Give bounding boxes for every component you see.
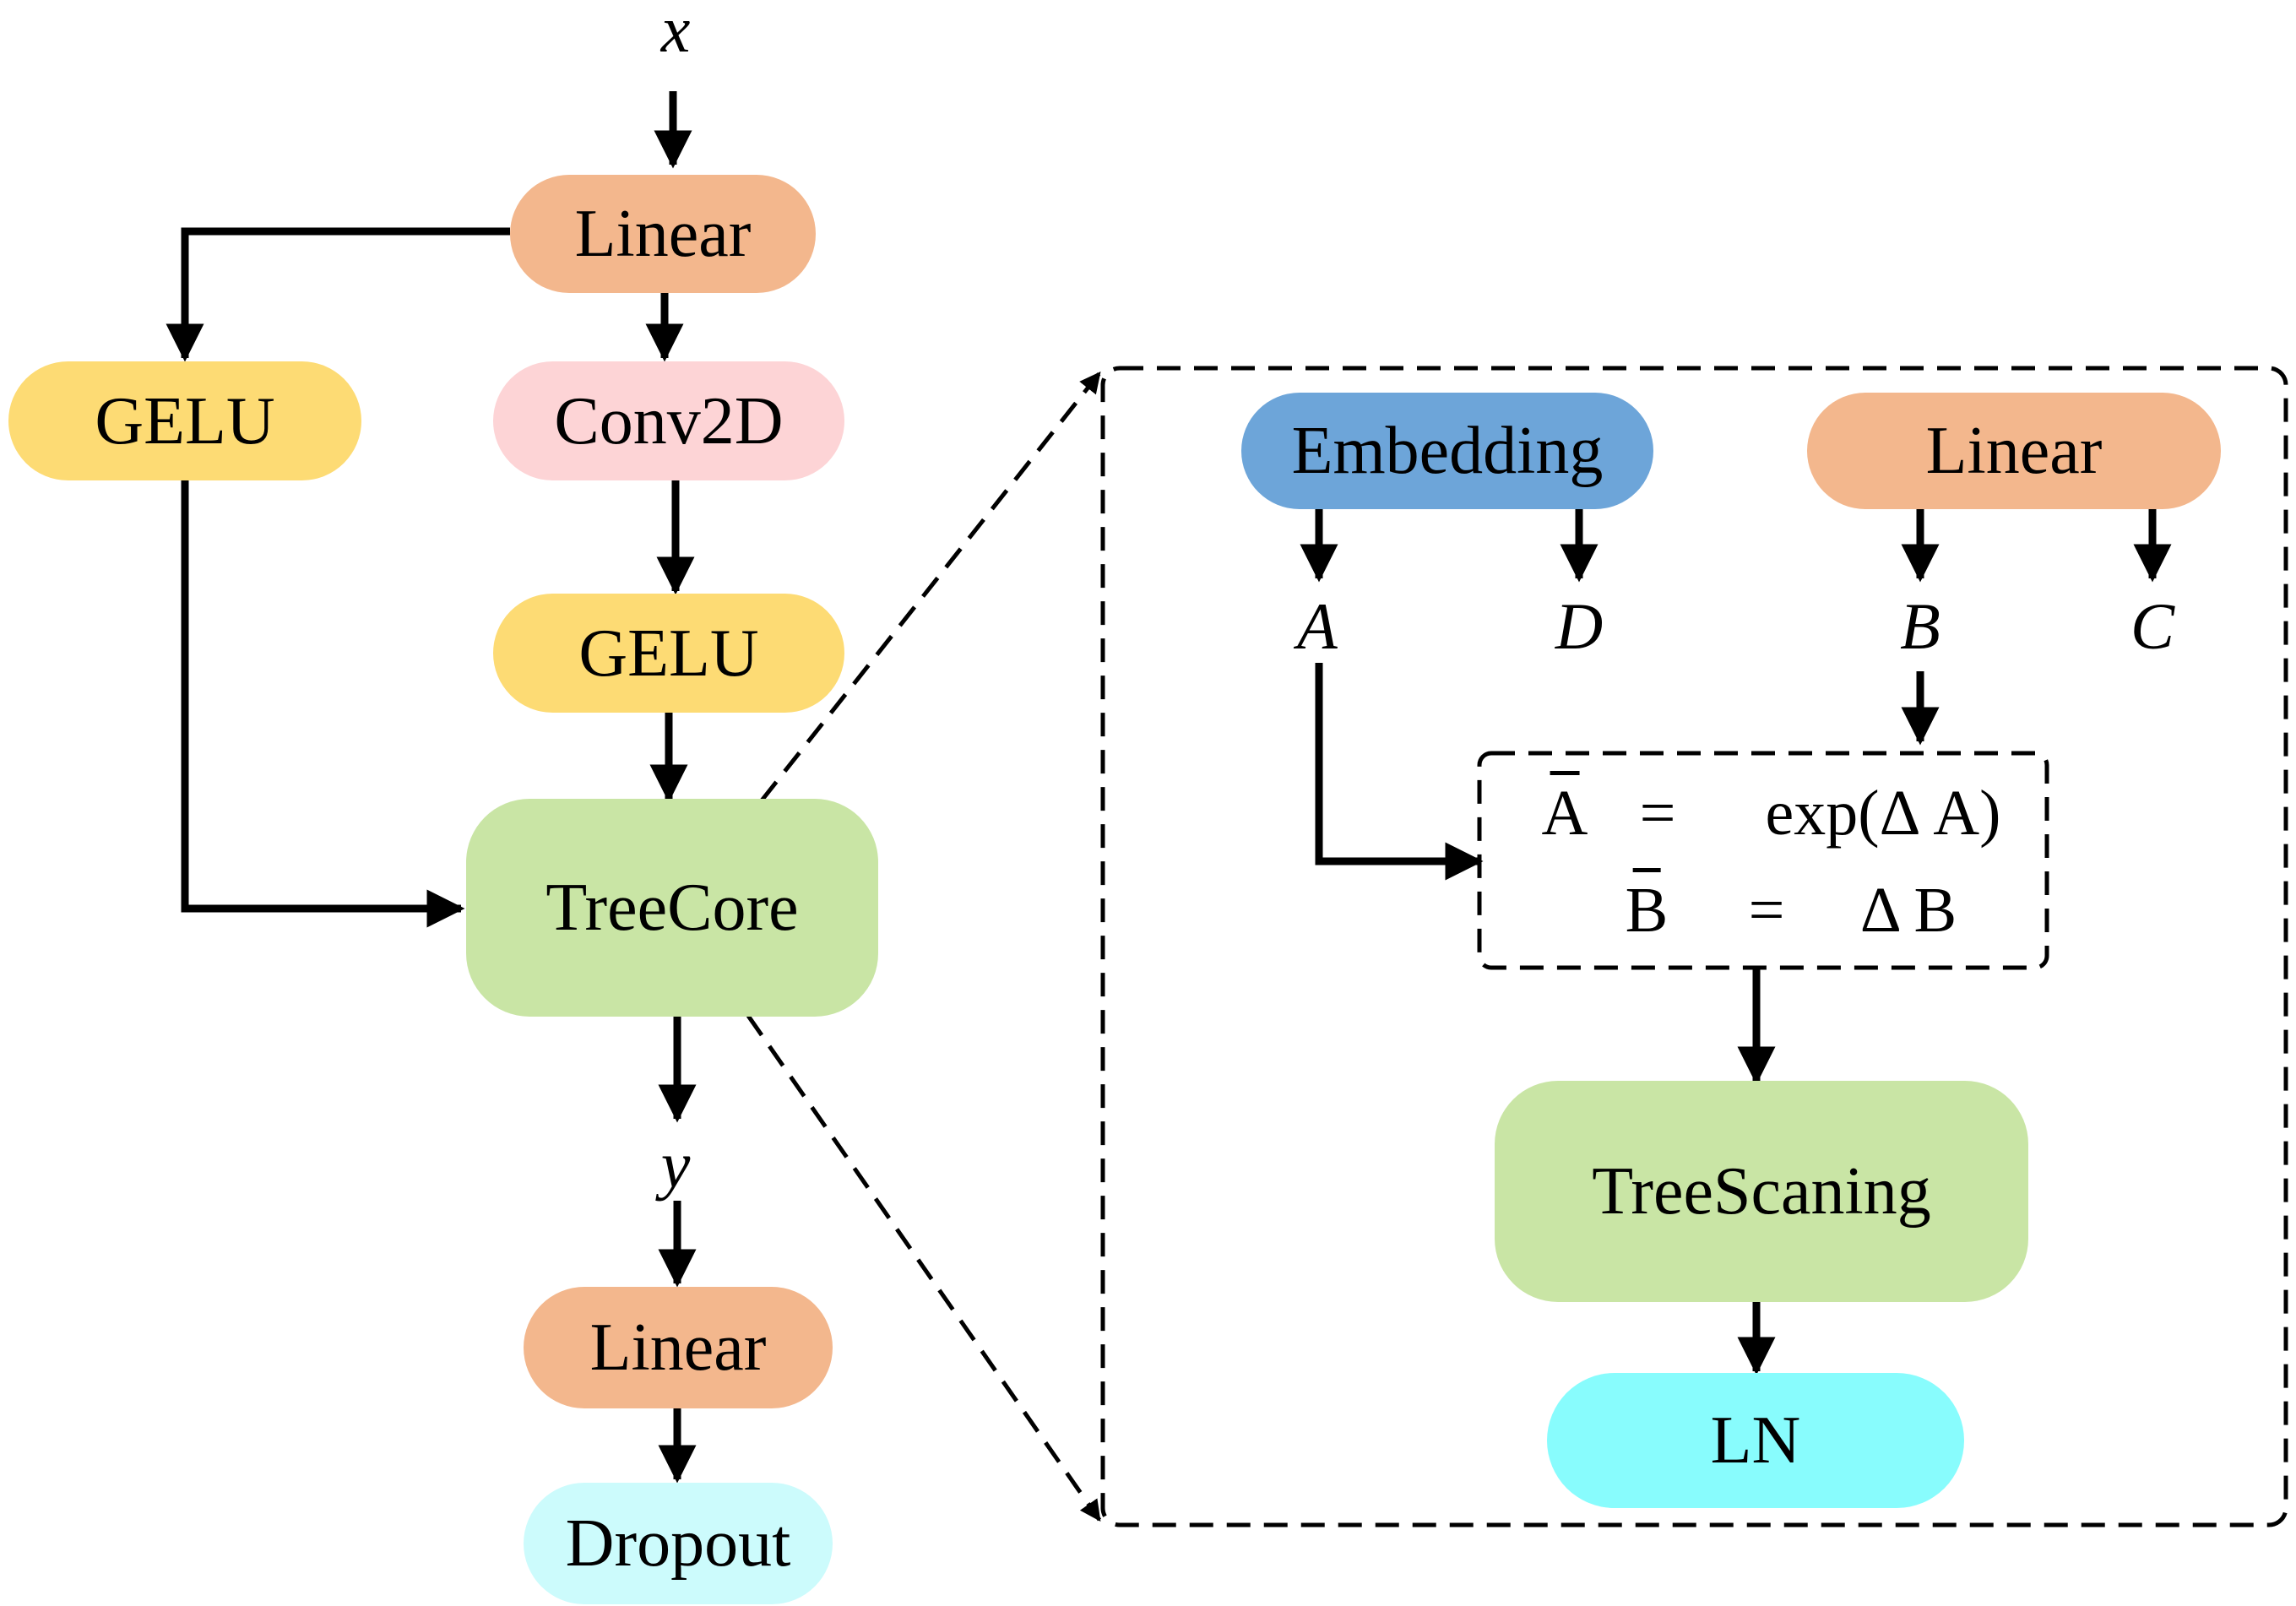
eq1-rhs: exp(Δ A) <box>1765 778 2001 849</box>
node-treecore[interactable]: TreeCore <box>466 799 878 1017</box>
zoom-line-top <box>760 372 1101 802</box>
param-d: D <box>1555 589 1604 663</box>
node-linear-top[interactable]: Linear <box>510 175 816 293</box>
node-gelu-mid[interactable]: GELU <box>493 594 844 713</box>
node-dropout[interactable]: Dropout <box>524 1483 833 1604</box>
node-conv2d[interactable]: Conv2D <box>493 361 844 480</box>
equation-box <box>1477 751 2049 970</box>
node-embedding[interactable]: Embedding <box>1241 393 1653 509</box>
node-linear-bottom[interactable]: Linear <box>524 1287 833 1408</box>
eq2-equals: = <box>1748 875 1785 946</box>
arrow-linear-to-gelu-left <box>166 227 510 362</box>
eq2-rhs: Δ B <box>1859 875 1957 946</box>
arrow-a-to-equation <box>1315 663 1484 881</box>
eq1-equals: = <box>1639 778 1676 849</box>
param-c: C <box>2130 589 2175 663</box>
input-label-x: x <box>660 0 691 66</box>
param-b: B <box>1900 589 1940 663</box>
node-treescaning[interactable]: TreeScaning <box>1495 1081 2028 1302</box>
node-ln[interactable]: LN <box>1547 1373 1964 1508</box>
output-label-y: y <box>660 1128 691 1202</box>
param-a: A <box>1297 589 1338 663</box>
zoom-line-bottom <box>746 1014 1102 1522</box>
arrow-gelu-left-to-treecore <box>181 479 465 928</box>
node-gelu-left[interactable]: GELU <box>8 361 361 480</box>
expansion-box <box>1100 366 2288 1527</box>
node-linear-right[interactable]: Linear <box>1807 393 2221 509</box>
